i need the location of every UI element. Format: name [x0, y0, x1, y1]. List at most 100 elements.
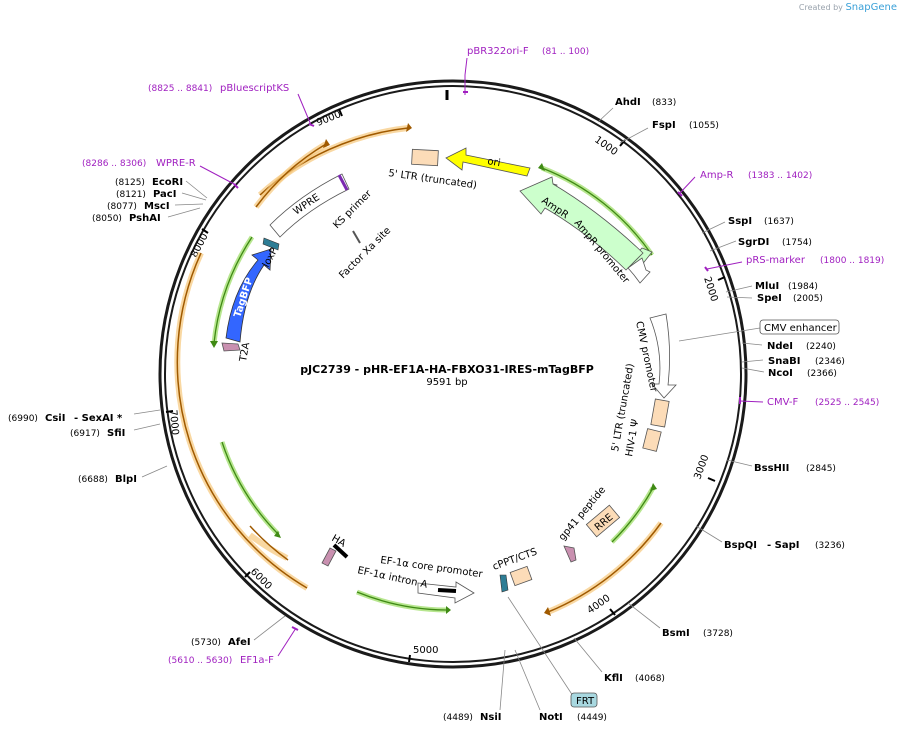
credit-brand: SnapGene — [845, 2, 897, 13]
cmv-promoter-arrow — [649, 313, 677, 399]
site-bspqi-sapi: - SapI — [767, 540, 799, 551]
site-bsshii-name: BssHII — [754, 463, 789, 474]
tick-3000 — [707, 477, 716, 482]
site-sfii-pos: (6917) — [70, 429, 100, 439]
site-afei-name: AfeI — [228, 637, 251, 648]
site-afei[interactable]: (5730) AfeI — [191, 615, 286, 648]
site-blpi-pos: (6688) — [78, 475, 108, 485]
orf-arrow-top — [406, 123, 412, 132]
primer-cmv-f-pos: (2525 .. 2545) — [815, 398, 879, 408]
primer-amp-r-pos: (1383 .. 1402) — [748, 171, 812, 181]
site-bsshii-pos: (2845) — [806, 464, 836, 474]
primer-wpre-r[interactable]: (8286 .. 8306) WPRE-R — [82, 158, 239, 189]
primer-wpre-r-name: WPRE-R — [156, 158, 196, 169]
site-kfli-name: KflI — [604, 673, 623, 684]
site-ndei-name: NdeI — [767, 341, 793, 352]
site-fspi-name: FspI — [652, 120, 676, 131]
site-ahdi-pos: (833) — [652, 98, 676, 108]
tick-label-7000: 7000 — [167, 409, 180, 435]
site-ncoi-pos: (2366) — [807, 369, 837, 379]
site-paci[interactable]: (8121) PacI — [116, 189, 207, 201]
site-fspi[interactable]: FspI (1055) — [619, 120, 719, 144]
primer-pbr322ori-f-pos: (81 .. 100) — [542, 47, 589, 57]
site-sfii[interactable]: (6917) SfiI — [70, 423, 161, 439]
site-nsii[interactable]: (4489) NsiI — [443, 649, 506, 723]
site-ndei[interactable]: NdeI (2240) — [741, 341, 836, 352]
cmv-enhancer-box — [759, 319, 840, 335]
primer-prs-marker[interactable]: pRS-marker (1800 .. 1819) — [704, 255, 884, 272]
feature-wpre[interactable]: WPRE — [269, 173, 350, 238]
feature-factor-xa[interactable]: Factor Xa site — [337, 225, 393, 281]
backbone-inner — [164, 85, 742, 663]
feature-ha[interactable]: HA — [321, 533, 349, 567]
feature-cppt[interactable]: cPPT/CTS — [491, 547, 539, 587]
plasmid-length: 9591 bp — [426, 377, 467, 388]
site-csii[interactable]: (6990) CsiI - SexAI * — [8, 409, 161, 424]
site-ecori[interactable]: (8125) EcoRI — [115, 177, 208, 199]
primer-ef1a-f[interactable]: (5610 .. 5630) EF1a-F — [168, 626, 299, 666]
site-noti[interactable]: NotI (4449) — [514, 649, 607, 723]
cppt-blue-marker — [499, 574, 509, 593]
site-kfli[interactable]: KflI (4068) — [573, 637, 665, 684]
site-ecori-pos: (8125) — [115, 178, 145, 188]
site-snabi[interactable]: SnaBI (2346) — [741, 356, 845, 367]
tagbfp-arrow — [225, 248, 272, 343]
tick-label-4000: 4000 — [585, 593, 612, 617]
ori-label: ori — [486, 156, 501, 169]
site-bsmi[interactable]: BsmI (3728) — [627, 602, 733, 639]
feature-cmv-promoter[interactable]: CMV promoter — [633, 313, 677, 399]
site-pshai-name: PshAI — [129, 213, 161, 224]
primer-prs-marker-name: pRS-marker — [746, 255, 806, 266]
site-msci-pos: (8077) — [107, 202, 137, 212]
site-spei[interactable]: SpeI (2005) — [726, 293, 823, 304]
site-ndei-pos: (2240) — [806, 342, 836, 352]
primer-pbluescriptks[interactable]: (8825 .. 8841) pBluescriptKS — [148, 83, 315, 127]
gp41-arrow — [563, 545, 577, 563]
site-ahdi[interactable]: AhdI (833) — [597, 97, 676, 123]
primer-pbr322ori-f[interactable]: pBR322ori-F (81 .. 100) — [463, 46, 589, 95]
site-ahdi-name: AhdI — [615, 97, 641, 108]
site-bsshii[interactable]: BssHII (2845) — [726, 459, 836, 474]
frt-label[interactable]: FRT — [576, 696, 595, 707]
primer-amp-r[interactable]: Amp-R (1383 .. 1402) — [677, 170, 812, 197]
cmv-enhancer-label[interactable]: CMV enhancer — [764, 323, 838, 334]
plasmid-name: pJC2739 - pHR-EF1A-HA-FBXO31-IRES-mTagBF… — [300, 363, 594, 376]
primer-ef1a-f-name: EF1a-F — [240, 655, 274, 666]
factor-xa-label: Factor Xa site — [337, 225, 393, 281]
site-sgrdi[interactable]: SgrDI (1754) — [709, 237, 812, 252]
site-ncoi[interactable]: NcoI (2366) — [741, 367, 837, 379]
tick-label-2000: 2000 — [701, 276, 719, 304]
feature-ori[interactable]: ori — [445, 147, 531, 177]
site-pshai[interactable]: (8050) PshAI — [92, 207, 201, 224]
site-paci-name: PacI — [153, 189, 176, 200]
site-spei-name: SpeI — [757, 293, 782, 304]
green-arc-right — [610, 486, 656, 544]
site-mlui[interactable]: MluI (1984) — [725, 281, 818, 293]
site-spei-pos: (2005) — [793, 294, 823, 304]
feature-ampr-promoter[interactable] — [627, 257, 651, 284]
tick-label-5000: 5000 — [413, 645, 438, 656]
site-sspi-name: SspI — [728, 216, 752, 227]
backbone-outer — [158, 79, 748, 669]
tick-7000 — [165, 410, 174, 413]
primer-pbluescriptks-name: pBluescriptKS — [220, 83, 289, 94]
ampr-promoter-arrow — [627, 257, 651, 284]
primer-cmv-f[interactable]: CMV-F (2525 .. 2545) — [739, 397, 879, 408]
primer-cmv-f-name: CMV-F — [767, 397, 798, 408]
primer-wpre-r-pos: (8286 .. 8306) — [82, 159, 146, 169]
orf-arc-left-inner — [248, 532, 289, 561]
site-sspi-pos: (1637) — [764, 217, 794, 227]
site-msci[interactable]: (8077) MscI — [107, 201, 204, 212]
site-csii-pos: (6990) — [8, 414, 38, 424]
site-blpi[interactable]: (6688) BlpI — [78, 465, 168, 485]
ef1a-core-bar — [437, 588, 457, 593]
ha-label: HA — [330, 533, 348, 550]
site-sspi[interactable]: SspI (1637) — [701, 216, 794, 234]
site-bspqi[interactable]: BspQI - SapI (3236) — [695, 525, 845, 551]
primer-pbr322ori-f-name: pBR322ori-F — [467, 46, 529, 57]
site-blpi-name: BlpI — [115, 474, 137, 485]
tick-5000 — [408, 654, 411, 663]
feature-t2a[interactable]: T2A — [221, 341, 252, 364]
credit-prefix: Created by — [798, 3, 843, 12]
